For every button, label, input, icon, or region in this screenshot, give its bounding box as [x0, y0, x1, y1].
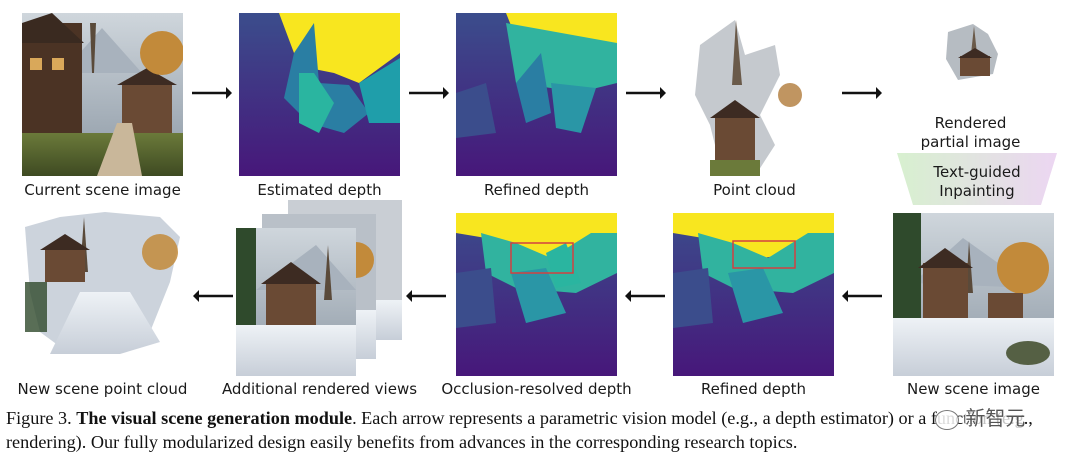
watermark-text: 新智元: [965, 406, 1025, 430]
label-point-cloud: Point cloud: [664, 181, 845, 199]
arrow-left-icon: [842, 288, 884, 304]
label-refined-depth-top: Refined depth: [446, 181, 627, 199]
arrow-left-icon: [625, 288, 667, 304]
refined-depth-image-bottom: [673, 213, 834, 376]
new-scene-point-cloud-image: [20, 212, 185, 354]
refined-depth-image-top: [456, 13, 617, 176]
arrow-right-icon: [840, 85, 882, 101]
figure-caption: Figure 3. The visual scene generation mo…: [6, 406, 1072, 454]
inpainting-line-2: Inpainting: [897, 182, 1057, 201]
label-estimated-depth: Estimated depth: [229, 181, 410, 199]
label-current-scene: Current scene image: [12, 181, 193, 199]
arrow-right-icon: [624, 85, 666, 101]
label-new-point-cloud: New scene point cloud: [2, 380, 203, 398]
label-additional-views: Additional rendered views: [214, 380, 425, 398]
current-scene-image: [22, 13, 183, 176]
additional-rendered-views: [236, 200, 402, 376]
inpainting-label: Text-guided Inpainting: [897, 163, 1057, 201]
inpainting-line-1: Text-guided: [897, 163, 1057, 182]
label-rendered-partial-1: Rendered: [880, 114, 1061, 132]
arrow-right-icon: [407, 85, 449, 101]
label-new-scene-image: New scene image: [883, 380, 1064, 398]
occlusion-resolved-depth-image: [456, 213, 617, 376]
label-rendered-partial-2: partial image: [880, 133, 1061, 151]
arrow-left-icon: [193, 288, 235, 304]
caption-title: The visual scene generation module: [76, 408, 352, 428]
arrow-right-icon: [190, 85, 232, 101]
point-cloud-image: [680, 15, 820, 176]
rendered-view-front: [236, 228, 356, 376]
arrow-left-icon: [406, 288, 448, 304]
new-scene-image: [893, 213, 1054, 376]
watermark: 新智元: [935, 402, 1070, 428]
caption-figure-number: Figure 3.: [6, 408, 72, 428]
estimated-depth-image: [239, 13, 400, 176]
rendered-partial-image: [938, 24, 1006, 80]
label-refined-depth-bottom: Refined depth: [663, 380, 844, 398]
label-occlusion-resolved: Occlusion-resolved depth: [431, 380, 642, 398]
wechat-icon: [935, 410, 959, 430]
